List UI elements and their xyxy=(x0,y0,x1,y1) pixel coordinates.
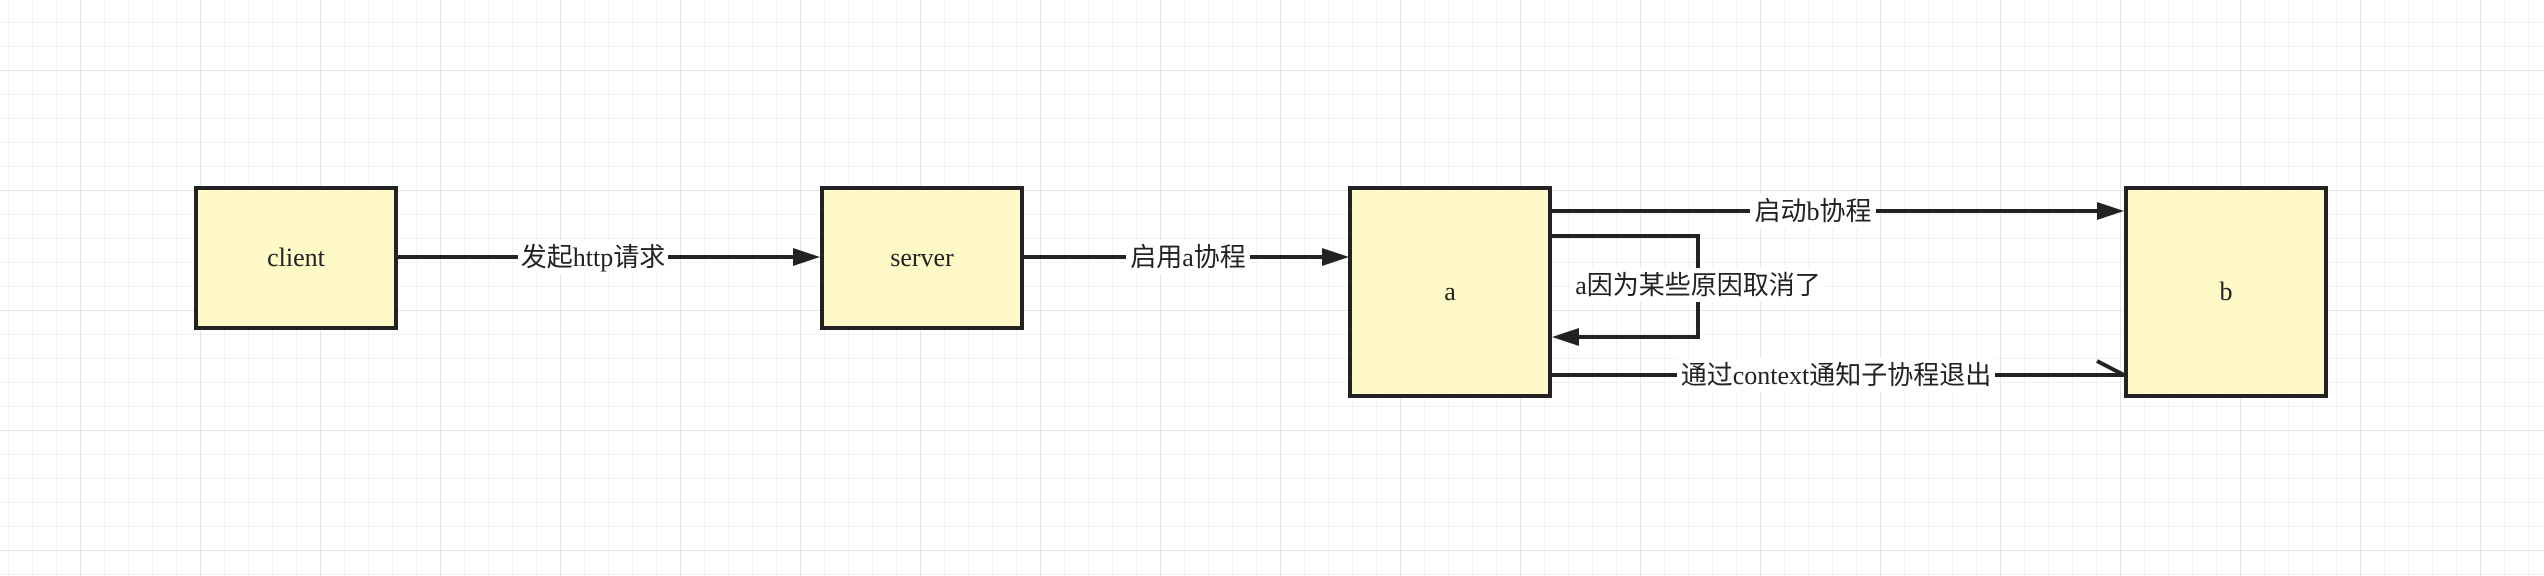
edge-label-a-self: a因为某些原因取消了 xyxy=(1575,271,1821,300)
edge-label-a-b: 启动b协程 xyxy=(1754,197,1871,226)
node-b[interactable]: b xyxy=(2124,186,2328,398)
edge-label-server-a: 启用a协程 xyxy=(1130,243,1246,272)
node-server[interactable]: server xyxy=(820,186,1024,330)
edge-server-a: 启用a协程 xyxy=(1023,240,1349,274)
node-a[interactable]: a xyxy=(1348,186,1552,398)
node-label-client: client xyxy=(267,243,326,272)
node-label-b: b xyxy=(2220,277,2233,306)
node-label-a: a xyxy=(1444,277,1456,306)
edge-client-server: 发起http请求 xyxy=(397,240,820,274)
edge-label-client-server: 发起http请求 xyxy=(521,243,665,272)
node-label-server: server xyxy=(890,243,954,272)
edge-a-b-notify: 通过context通知子协程退出 xyxy=(1551,358,2125,392)
edge-a-b: 启动b协程 xyxy=(1551,194,2124,228)
edge-label-a-b-notify: 通过context通知子协程退出 xyxy=(1681,361,1992,390)
node-client[interactable]: client xyxy=(194,186,398,330)
edge-a-self: a因为某些原因取消了 xyxy=(1551,234,1823,346)
